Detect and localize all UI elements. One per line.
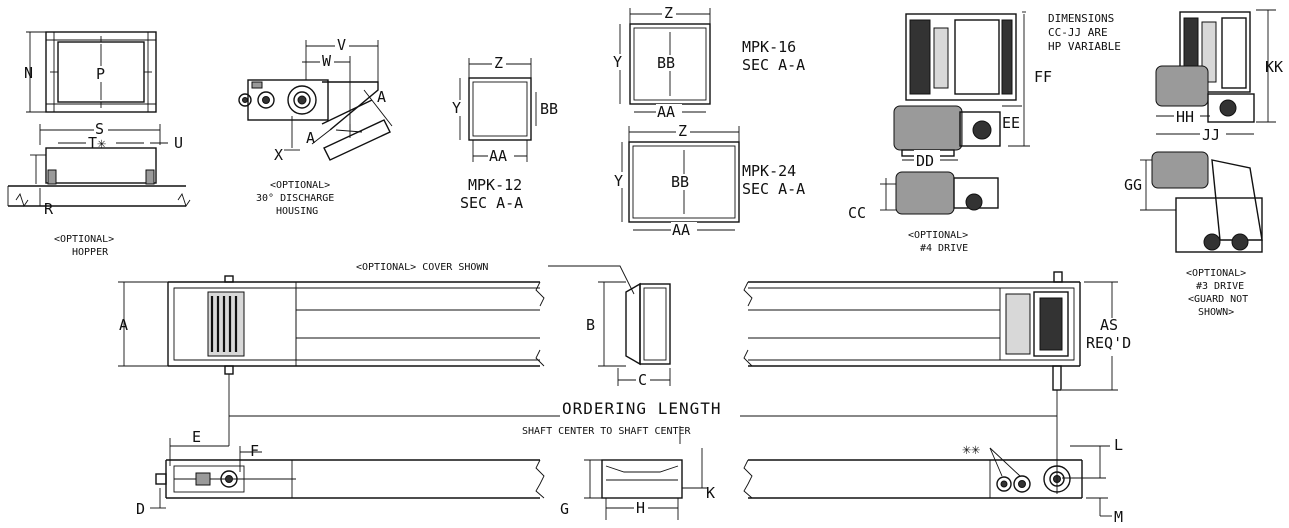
hopper-label-u: U — [174, 134, 183, 152]
hopper-label-s: S — [95, 120, 104, 138]
discharge-label-a2: A — [306, 129, 315, 147]
plan-label-a: A — [119, 316, 128, 334]
mpk24-label-y: Y — [614, 172, 623, 190]
plan-cover-note: <OPTIONAL> COVER SHOWN — [356, 262, 488, 273]
ordering-length-label: ORDERING LENGTH — [562, 399, 722, 418]
elevation-view: E F D G H K ✳✳ — [136, 428, 1123, 526]
plan-view: A B C <OPTIONAL> COVER SHOWN AS — [118, 262, 1131, 446]
shaft-center-label: SHAFT CENTER TO SHAFT CENTER — [522, 426, 692, 437]
drive4-label-ff: FF — [1034, 68, 1052, 86]
drive4-label-dd: DD — [916, 152, 934, 170]
hopper-view: N P S T✳ U R <OPTIONAL> HOPPER — [7, 31, 191, 258]
plan-label-c: C — [638, 371, 647, 389]
elev-label-l: L — [1114, 436, 1123, 454]
mpk12-caption-2: SEC A-A — [460, 194, 523, 212]
drive3-caption-3: <GUARD NOT — [1188, 294, 1248, 305]
mpk12-caption-1: MPK-12 — [468, 176, 522, 194]
discharge-label-a1: A — [377, 88, 386, 106]
plan-label-as: AS — [1100, 316, 1118, 334]
mpk16-label-y: Y — [613, 53, 622, 71]
hopper-label-r: R — [44, 200, 54, 218]
plan-label-b: B — [586, 316, 595, 334]
drive3-caption-1: <OPTIONAL> — [1186, 268, 1246, 279]
elev-label-d: D — [136, 500, 145, 518]
mpk16-section: Z Y BB AA MPK-16 SEC A-A — [612, 4, 805, 121]
discharge-caption-2: 30° DISCHARGE — [256, 193, 334, 204]
drive3-label-gg: GG — [1124, 176, 1142, 194]
drive4-caption-1: <OPTIONAL> — [908, 230, 968, 241]
elev-label-f: F — [250, 442, 259, 460]
drive4-view: FF EE DD CC <OPTIONAL> #4 DRIVE — [848, 11, 1052, 254]
elev-label-k: K — [706, 484, 715, 502]
discharge-view: V W A A X <OPTIONAL> 30° DISCHARGE HOUSI… — [238, 36, 393, 217]
mpk24-caption-1: MPK-24 — [742, 162, 796, 180]
hopper-label-t: T✳ — [88, 134, 106, 152]
hopper-label-p: P — [96, 65, 105, 83]
mpk24-label-aa: AA — [672, 221, 690, 239]
discharge-caption-3: HOUSING — [276, 206, 318, 217]
drive3-view: DIMENSIONS CC-JJ ARE HP VARIABLE KK HH J… — [1048, 9, 1283, 318]
mpk12-label-y: Y — [452, 99, 461, 117]
mpk24-label-z: Z — [678, 122, 687, 140]
tail-gear — [210, 296, 238, 352]
mpk16-label-z: Z — [664, 4, 673, 22]
mpk12-label-z: Z — [494, 54, 503, 72]
mpk24-section: Z Y BB AA MPK-24 SEC A-A — [614, 122, 805, 239]
elev-label-e: E — [192, 428, 201, 446]
mpk16-caption-2: SEC A-A — [742, 56, 805, 74]
mpk24-caption-2: SEC A-A — [742, 180, 805, 198]
mpk16-caption-1: MPK-16 — [742, 38, 796, 56]
mpk16-label-aa: AA — [657, 103, 675, 121]
drive3-note-2: CC-JJ ARE — [1048, 26, 1108, 39]
mpk12-label-bb: BB — [540, 100, 558, 118]
elev-label-m: M — [1114, 508, 1123, 526]
discharge-label-w: W — [322, 52, 332, 70]
drive3-label-jj: JJ — [1202, 126, 1220, 144]
plan-label-reqd: REQ'D — [1086, 334, 1131, 352]
drive3-caption-2: #3 DRIVE — [1196, 281, 1244, 292]
drive3-note-3: HP VARIABLE — [1048, 40, 1121, 53]
hopper-flange-outline — [45, 31, 157, 113]
elev-label-g: G — [560, 500, 569, 518]
drive4-label-cc: CC — [848, 204, 866, 222]
drive3-caption-4: SHOWN> — [1198, 307, 1234, 318]
mpk12-label-aa: AA — [489, 147, 507, 165]
drive3-note-1: DIMENSIONS — [1048, 12, 1114, 25]
discharge-label-v: V — [337, 36, 346, 54]
hopper-label-n: N — [24, 64, 33, 82]
drive4-label-ee: EE — [1002, 114, 1020, 132]
mpk12-section: Z Y BB AA MPK-12 SEC A-A — [452, 54, 558, 212]
drive3-label-hh: HH — [1176, 108, 1194, 126]
drive3-label-kk: KK — [1265, 58, 1283, 76]
hopper-caption-1: <OPTIONAL> — [54, 234, 114, 245]
elev-label-star: ✳✳ — [962, 440, 980, 458]
elev-label-h: H — [636, 499, 645, 517]
discharge-caption-1: <OPTIONAL> — [270, 180, 330, 191]
mpk24-label-bb: BB — [671, 173, 689, 191]
drive4-caption-2: #4 DRIVE — [920, 243, 968, 254]
discharge-label-x: X — [274, 146, 283, 164]
hopper-caption-2: HOPPER — [72, 247, 109, 258]
mpk16-label-bb: BB — [657, 54, 675, 72]
